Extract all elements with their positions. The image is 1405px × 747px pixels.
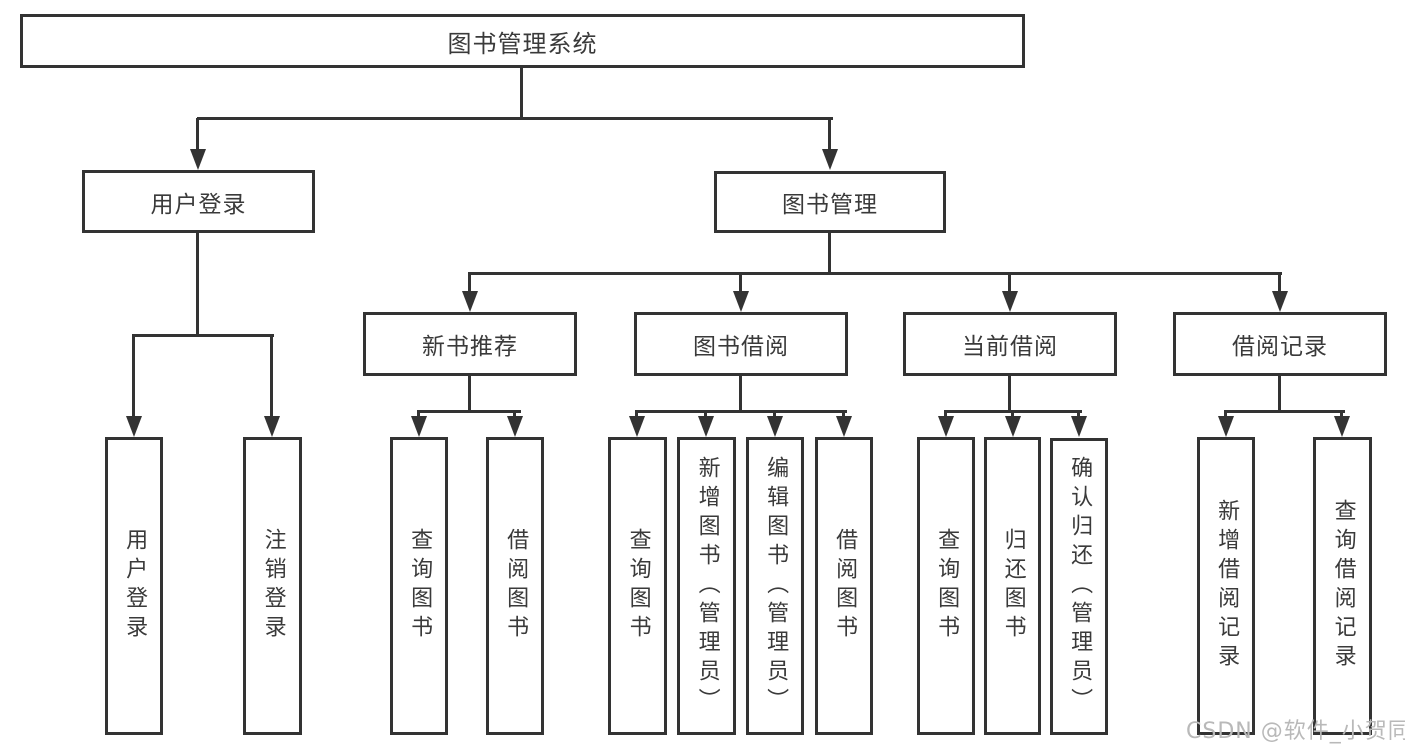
arrow-to-borrow-records — [1278, 272, 1281, 291]
leaf-label: 借阅图书 — [832, 528, 858, 644]
connector-root-stem — [520, 68, 523, 119]
leaf-label: 编辑图书（管理员） — [763, 455, 789, 717]
leaf-query-borrow-record: 查询借阅记录 — [1313, 437, 1372, 735]
node-label: 图书管理系统 — [447, 29, 598, 58]
leaf-borrow-books-2: 借阅图书 — [815, 437, 873, 735]
node-new-book-recommend: 新书推荐 — [363, 312, 577, 376]
leaf-confirm-return-admin: 确认归还（管理员） — [1050, 438, 1108, 735]
node-borrow-records: 借阅记录 — [1173, 312, 1387, 376]
leaf-logout: 注销登录 — [243, 437, 302, 735]
leaf-label: 用户登录 — [122, 528, 148, 644]
arrow-to-leaf-add-borrow-record — [1224, 410, 1227, 416]
leaf-edit-book-admin: 编辑图书（管理员） — [746, 437, 804, 735]
arrow-to-leaf-logout — [270, 334, 273, 416]
node-label: 当前借阅 — [962, 334, 1058, 360]
leaf-query-books-1: 查询图书 — [390, 437, 448, 735]
connector-book-borrow-stem — [739, 376, 742, 413]
watermark: CSDN @软件_小贺同学 — [1186, 719, 1405, 744]
leaf-label: 查询借阅记录 — [1330, 499, 1356, 673]
node-label: 图书管理 — [782, 192, 878, 218]
connector-borrow-records-branch — [1224, 410, 1345, 413]
leaf-label: 确认归还（管理员） — [1067, 456, 1093, 717]
node-book-management: 图书管理 — [714, 171, 946, 233]
leaf-label: 查询图书 — [407, 528, 433, 644]
node-user-login: 用户登录 — [82, 170, 315, 233]
node-current-borrow: 当前借阅 — [903, 312, 1117, 376]
node-library-management-system: 图书管理系统 — [20, 14, 1025, 68]
node-label: 新书推荐 — [422, 334, 518, 360]
leaf-label: 归还图书 — [1000, 528, 1026, 644]
leaf-return-book: 归还图书 — [984, 437, 1041, 735]
node-book-borrow: 图书借阅 — [634, 312, 848, 376]
arrow-to-book-borrow — [739, 272, 742, 291]
leaf-query-books-3: 查询图书 — [917, 437, 975, 735]
leaf-label: 借阅图书 — [503, 528, 529, 644]
connector-book-borrow-branch — [635, 410, 847, 413]
leaf-add-borrow-record: 新增借阅记录 — [1197, 437, 1255, 735]
leaf-label: 查询图书 — [934, 528, 960, 644]
connector-current-borrow-stem — [1008, 376, 1011, 413]
leaf-label: 注销登录 — [260, 528, 286, 644]
connector-borrow-records-stem — [1278, 376, 1281, 413]
leaf-query-books-2: 查询图书 — [608, 437, 667, 735]
leaf-label: 新增图书（管理员） — [694, 455, 720, 717]
connector-book-management-stem — [828, 233, 831, 275]
arrow-to-leaf-query-books-1 — [417, 410, 420, 416]
node-label: 借阅记录 — [1232, 334, 1328, 360]
arrow-to-leaf-query-borrow-record — [1340, 410, 1343, 416]
arrow-to-new-book-recommend — [468, 272, 471, 291]
arrow-to-book-management — [828, 118, 831, 149]
leaf-user-login: 用户登录 — [105, 437, 163, 735]
connector-user-login-stem — [196, 233, 199, 337]
arrow-to-leaf-borrow-books-1 — [513, 410, 516, 416]
connector-book-management-branch — [468, 272, 1282, 275]
arrow-to-leaf-query-books-2 — [635, 410, 638, 416]
arrow-to-leaf-edit-book — [773, 410, 776, 416]
arrow-to-current-borrow — [1008, 272, 1011, 291]
leaf-borrow-books-1: 借阅图书 — [486, 437, 544, 735]
connector-new-book-stem — [468, 376, 471, 413]
leaf-add-book-admin: 新增图书（管理员） — [677, 437, 736, 735]
leaf-label: 查询图书 — [625, 528, 651, 644]
connector-new-book-branch — [417, 410, 521, 413]
connector-user-login-branch — [132, 334, 274, 337]
arrow-to-user-login — [196, 118, 199, 149]
node-label: 图书借阅 — [693, 334, 789, 360]
node-label: 用户登录 — [150, 191, 247, 218]
arrow-to-leaf-add-book — [704, 410, 707, 416]
arrow-to-leaf-user-login — [132, 334, 135, 416]
arrow-to-leaf-confirm-return — [1077, 410, 1080, 416]
arrow-to-leaf-borrow-books-2 — [842, 410, 845, 416]
leaf-label: 新增借阅记录 — [1214, 499, 1240, 673]
connector-root-branch — [197, 117, 833, 120]
arrow-to-leaf-return-book — [1011, 410, 1014, 416]
arrow-to-leaf-query-books-3 — [944, 410, 947, 416]
